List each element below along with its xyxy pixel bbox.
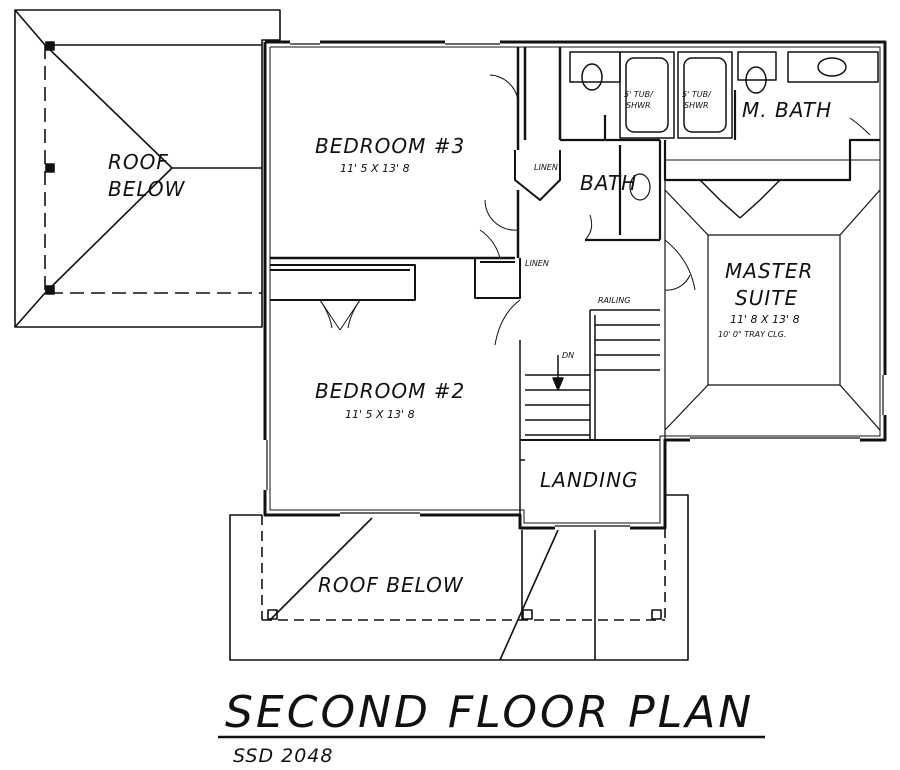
plan-code: SSD 2048 (233, 745, 333, 767)
tub2-label-1: 5' TUB/ (682, 90, 712, 99)
linen-top-label: LINEN (534, 163, 558, 172)
master-suite (664, 179, 881, 440)
down-label: DN (562, 351, 574, 360)
linen-closets (474, 150, 561, 346)
railing-label: RAILING (598, 296, 630, 305)
bedroom3-dims: 11' 5 X 13' 8 (340, 162, 410, 175)
roof-bottom-label: ROOF BELOW (318, 573, 464, 597)
roof-left (14, 9, 281, 328)
bedroom2-dims: 11' 5 X 13' 8 (345, 408, 415, 421)
master-label-2: SUITE (735, 286, 798, 310)
linen-mid-label: LINEN (525, 259, 549, 268)
master-bath-walls (663, 90, 880, 182)
exterior-walls-inner (269, 46, 881, 524)
windows (263, 40, 887, 530)
roof-bottom (229, 494, 689, 661)
plan-title: SECOND FLOOR PLAN (225, 687, 754, 738)
master-dims: 11' 8 X 13' 8 (730, 313, 800, 326)
staircase (519, 309, 660, 528)
master-label-1: MASTER (725, 259, 813, 283)
tub1-label-1: 5' TUB/ (624, 90, 654, 99)
bath-label: BATH (580, 171, 637, 195)
bedroom2-label: BEDROOM #2 (315, 379, 465, 403)
bedroom2-closet (270, 264, 416, 331)
roof-left-label-1: ROOF (108, 150, 169, 174)
master-bath-label: M. BATH (742, 98, 832, 122)
landing-label: LANDING (540, 468, 639, 492)
hall-bath (560, 115, 662, 242)
bedroom3-label: BEDROOM #3 (315, 134, 465, 158)
tub2-label-2: SHWR (684, 101, 709, 110)
tub1-label-2: SHWR (626, 101, 651, 110)
roof-left-label-2: BELOW (108, 177, 186, 201)
master-ceiling: 10' 0" TRAY CLG. (718, 330, 786, 339)
bath-fixtures (569, 51, 879, 139)
